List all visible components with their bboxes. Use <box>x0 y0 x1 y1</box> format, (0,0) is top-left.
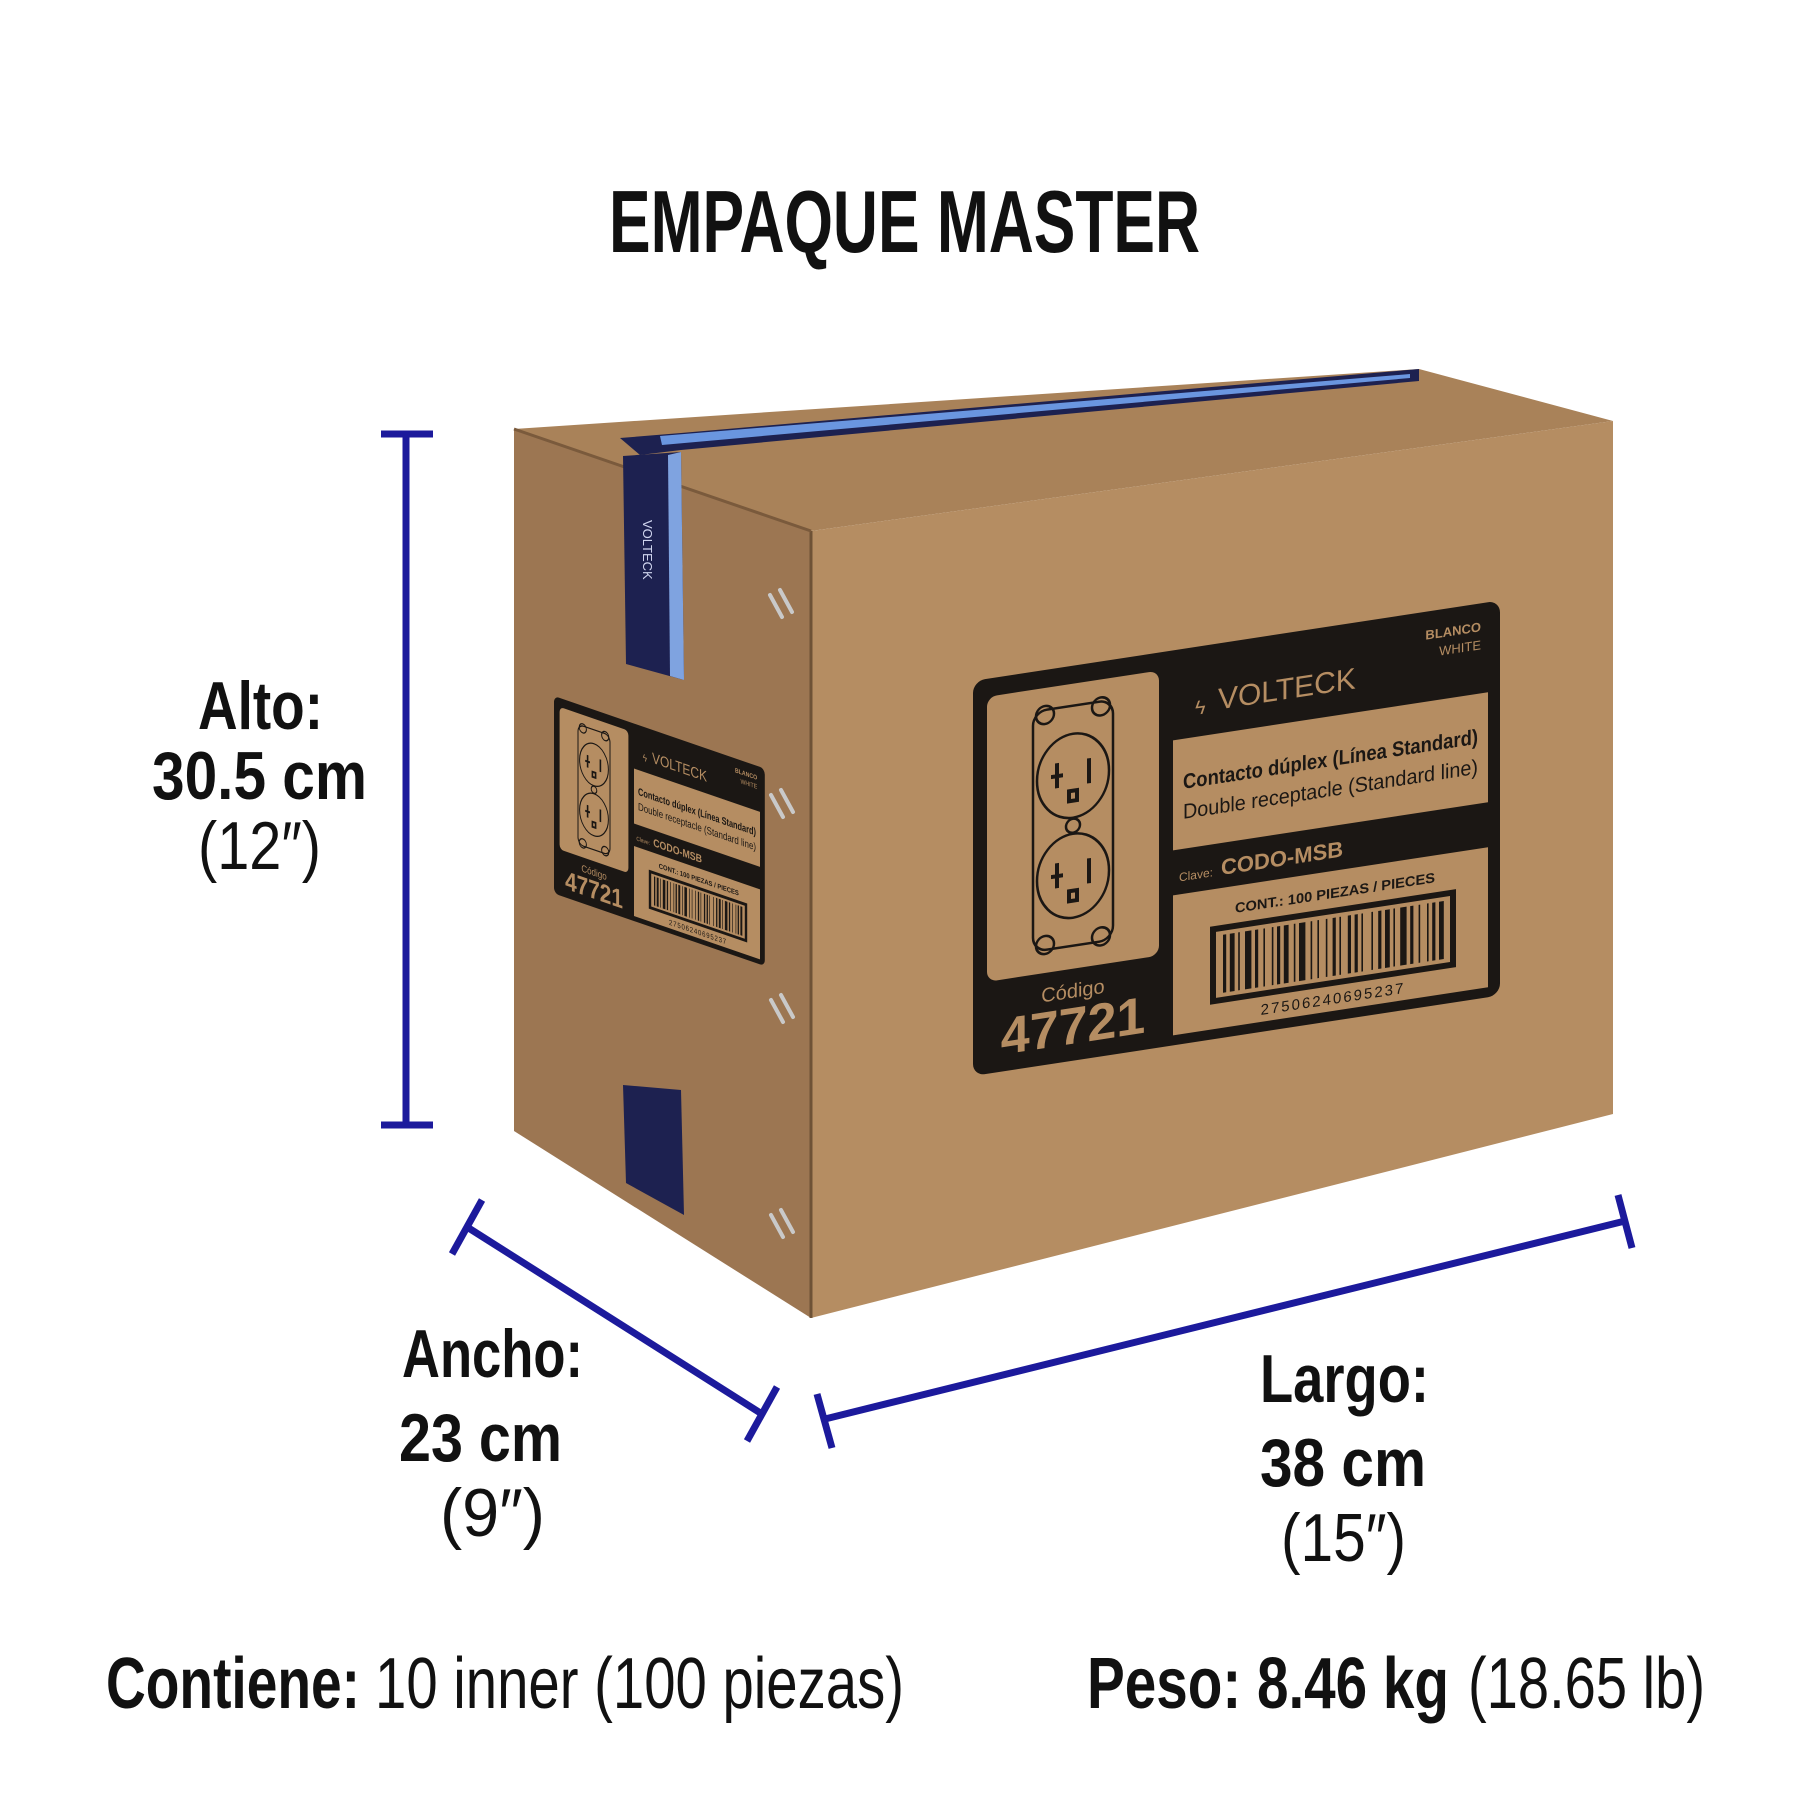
barcode-bar <box>1229 932 1235 992</box>
staples <box>768 588 795 1239</box>
contents-label: Contiene: <box>106 1644 360 1724</box>
barcode-bar <box>1354 914 1358 973</box>
receptacle-icon <box>1031 696 1115 956</box>
barcode-bar <box>1310 921 1313 980</box>
tape-stripe <box>660 374 1410 445</box>
barcode-bar <box>1418 904 1421 963</box>
barcode-bar <box>1245 930 1252 990</box>
barcode-bar <box>1378 910 1382 969</box>
barcode-icon <box>1223 900 1444 993</box>
ancho-label: Ancho: <box>402 1316 583 1392</box>
barcode-bar <box>1277 925 1281 985</box>
barcode-bar <box>1385 909 1390 968</box>
barcode-bar <box>1271 927 1274 986</box>
barcode-bar <box>1263 928 1265 987</box>
contents-value: 10 inner (100 piezas) <box>375 1644 904 1724</box>
barcode-bar <box>1223 934 1227 993</box>
illustration-panel <box>987 671 1159 981</box>
weight-value: (18.65 lb) <box>1468 1644 1705 1724</box>
barcode-bar <box>1317 920 1319 979</box>
side-tape-bottom <box>623 1085 684 1215</box>
barcode-bar <box>1393 908 1395 967</box>
product-panel <box>1173 692 1488 851</box>
barcode-bar <box>1427 903 1429 962</box>
tape-stripe <box>668 452 684 680</box>
barcode-bar <box>1410 905 1414 965</box>
barcode-bar <box>1332 917 1336 976</box>
clave-label: Clave: <box>1179 865 1213 884</box>
barcode-bar <box>1325 918 1328 978</box>
box-top-face <box>514 369 1613 531</box>
color-en: WHITE <box>1439 637 1481 658</box>
barcode-bar <box>1238 932 1240 991</box>
barcode-bar <box>1299 922 1306 982</box>
barcode-bar <box>1361 913 1363 972</box>
length-dimension-line <box>813 1194 1636 1449</box>
dimension-lines <box>381 430 1636 1449</box>
tape-brand: VOLTECK <box>640 520 655 580</box>
width-dimension-line <box>448 1198 781 1443</box>
barcode-frame <box>1210 889 1456 1005</box>
barcode-bar <box>1347 915 1351 974</box>
largo-label: Largo: <box>1260 1341 1429 1417</box>
barcode-bar <box>1432 902 1436 961</box>
front-label: Código 47721 ϟ VOLTECK BLANCO WHITE Cont… <box>973 602 1500 1075</box>
barcode-bar <box>1339 916 1341 975</box>
volteck-logo-icon: ϟ <box>1195 696 1206 720</box>
barcode-bar <box>1439 900 1444 960</box>
ancho-metric: 23 cm <box>399 1400 562 1476</box>
largo-metric: 38 cm <box>1260 1425 1426 1501</box>
height-dimension-line <box>381 430 433 1129</box>
barcode-panel <box>1173 847 1488 1036</box>
barcode-bar <box>1255 929 1259 988</box>
alto-label: Alto: <box>198 668 323 744</box>
ancho-imperial: (9″) <box>440 1475 545 1551</box>
box-label: Código 47721 ϟ VOLTECK BLANCO WHITE Cont… <box>973 602 1500 1075</box>
alto-metric: 30.5 cm <box>152 738 367 814</box>
barcode-bar <box>1283 924 1289 984</box>
weight-label: Peso: 8.46 kg <box>1087 1644 1449 1724</box>
page-title: EMPAQUE MASTER <box>609 172 1200 271</box>
largo-imperial: (15″) <box>1281 1500 1406 1576</box>
alto-imperial: (12″) <box>198 808 321 884</box>
barcode-bar <box>1293 923 1296 982</box>
barcode-bar <box>1400 906 1407 966</box>
barcode-bar <box>1371 911 1373 971</box>
